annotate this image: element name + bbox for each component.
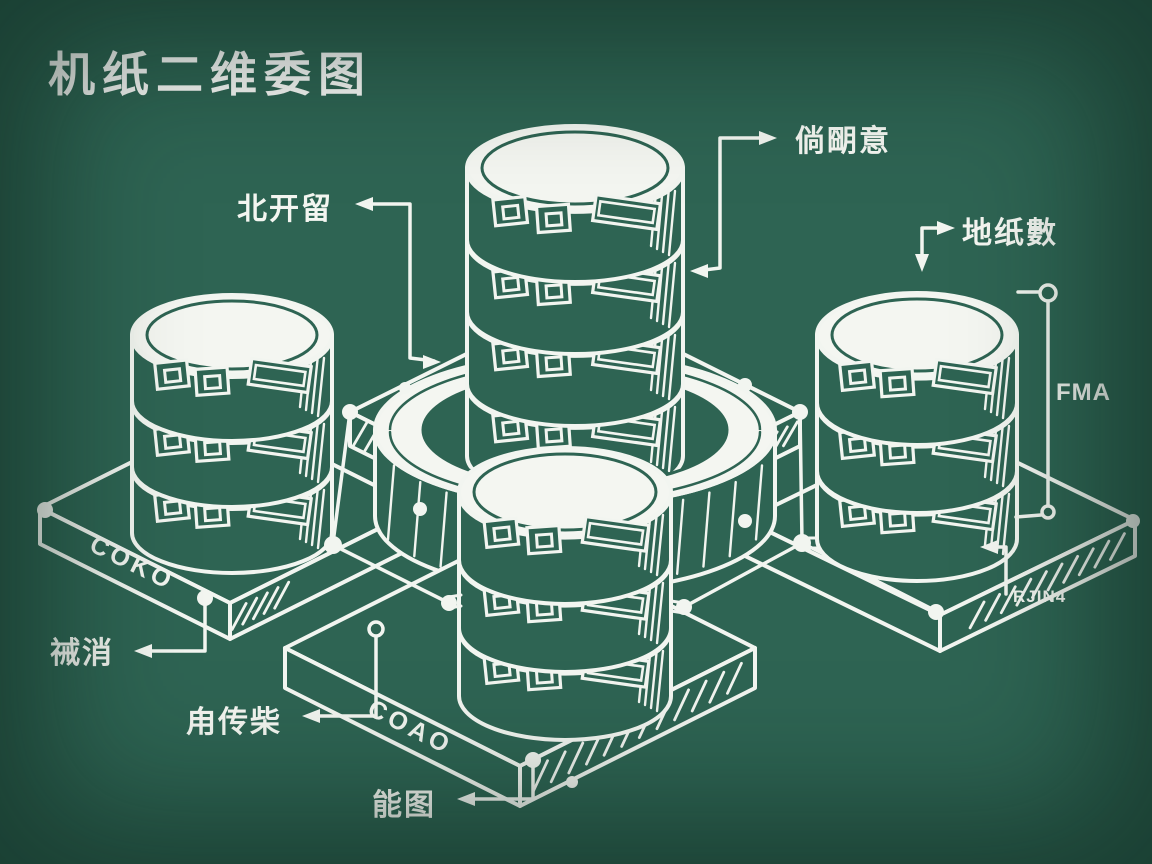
- bracket-label: RJIN4: [1013, 587, 1066, 606]
- callout-left: 北开留: [237, 193, 333, 226]
- chalk-drawing: [37, 124, 1140, 808]
- callout-top-right: 倘朙意: [795, 125, 891, 158]
- callout-bottom-center: 能图: [372, 789, 436, 822]
- callout-bottom-left: 祴消: [50, 637, 114, 670]
- callout-right: 地纸數: [962, 217, 1058, 250]
- dimension-label: FMA: [1056, 379, 1111, 406]
- callout-bottom-mid: 甪传柴: [186, 706, 282, 739]
- callout-lines: [134, 131, 1058, 806]
- page-title: 机纸二维委图: [48, 48, 372, 101]
